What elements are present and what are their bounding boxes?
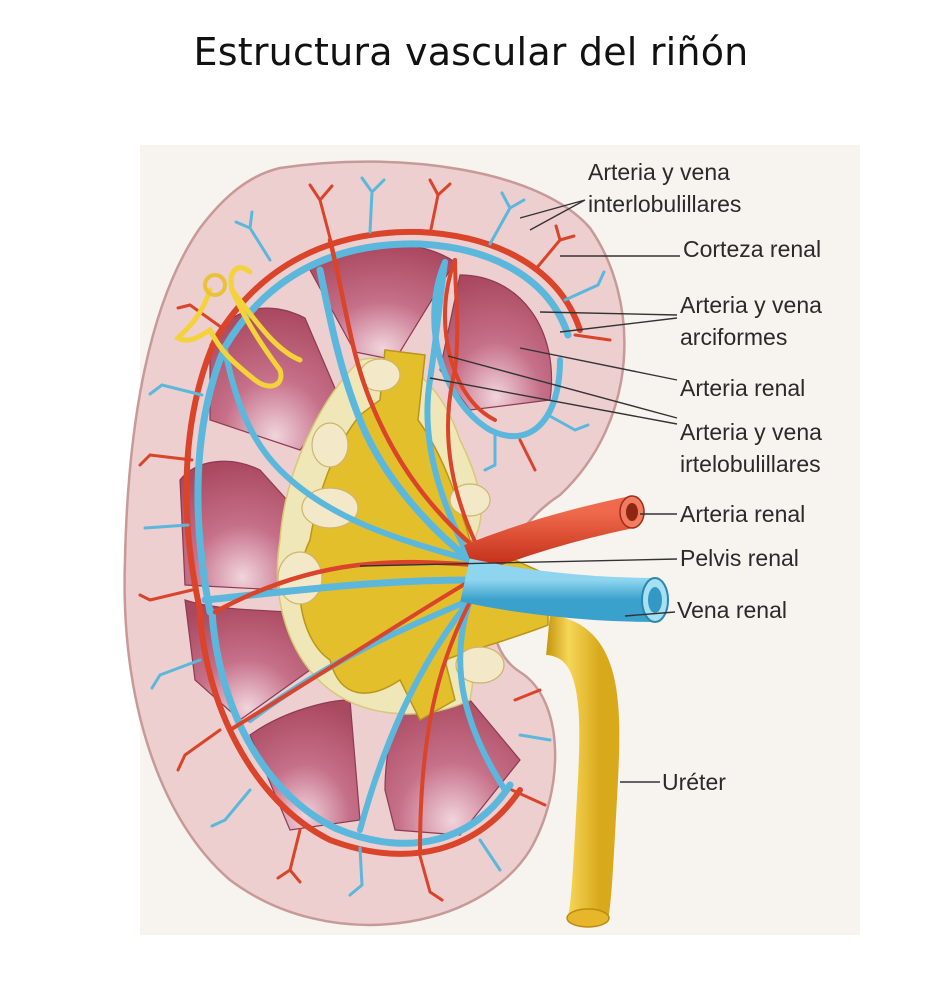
label-vena-renal: Vena renal — [677, 597, 787, 623]
label-interlobulillares-line1: Arteria y vena — [588, 159, 730, 185]
label-corteza-renal: Corteza renal — [683, 236, 821, 262]
label-ureter: Uréter — [662, 769, 726, 795]
label-pelvis-renal: Pelvis renal — [680, 545, 799, 571]
ureter-opening — [566, 908, 610, 928]
nephron — [173, 265, 303, 389]
label-arteria-renal-upper: Arteria renal — [680, 375, 805, 401]
interlobar-vessels — [201, 237, 508, 852]
leader-lines — [359, 199, 680, 783]
renal-vein — [460, 558, 656, 622]
label-arciformes-line1: Arteria y vena — [680, 292, 822, 318]
interlobular-branches — [138, 176, 612, 902]
label-irtelobulillares-line1: Arteria y vena — [680, 419, 822, 445]
label-interlobulillares-line2: interlobulillares — [588, 191, 741, 217]
renal-artery-lumen — [626, 503, 638, 521]
renal-artery — [464, 496, 636, 575]
renal-vein-lumen — [648, 587, 662, 613]
page-title: Estructura vascular del riñón — [193, 30, 749, 74]
label-arciformes-line2: arciformes — [680, 324, 787, 350]
ureter — [544, 615, 620, 923]
label-irtelobulillares-line2: irtelobulillares — [680, 451, 821, 477]
label-arteria-renal: Arteria renal — [680, 501, 805, 527]
arciform-vessels — [183, 228, 583, 857]
